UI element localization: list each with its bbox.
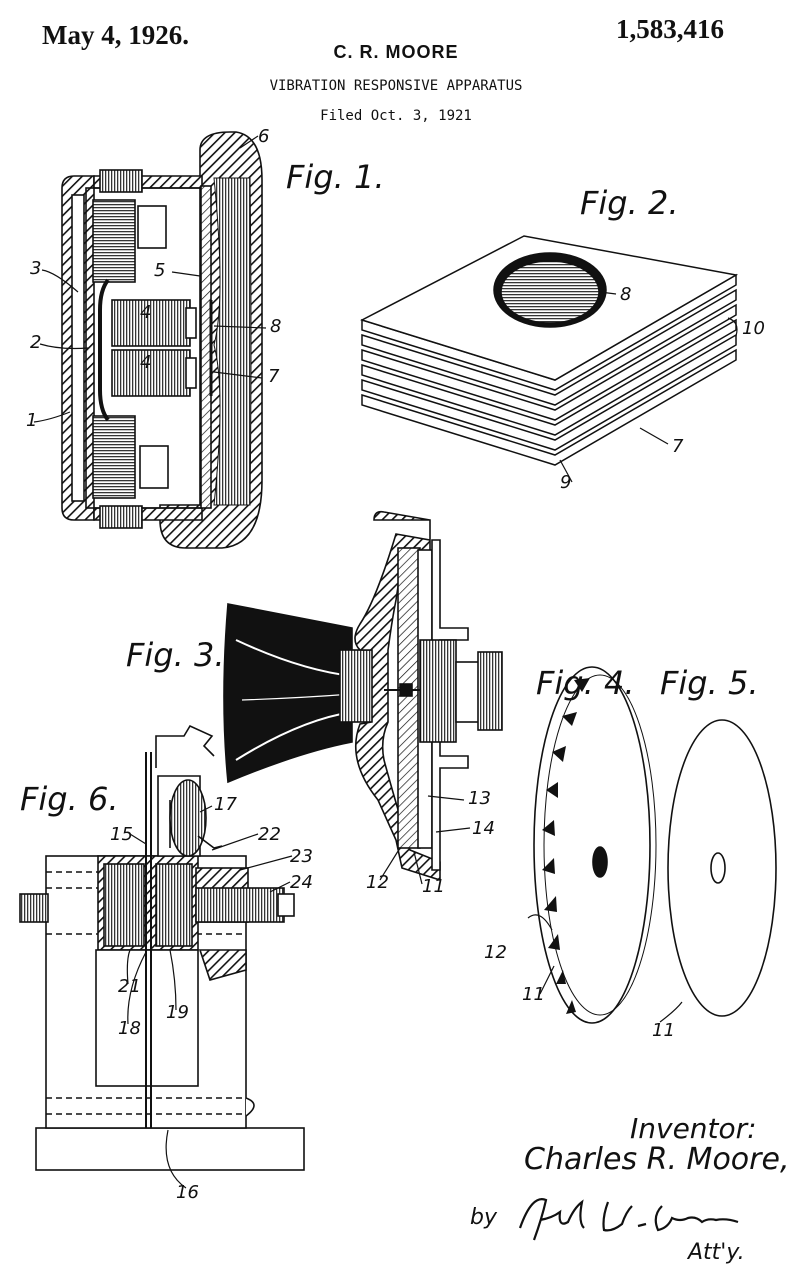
fig4-ref-11: 11 bbox=[522, 984, 545, 1005]
patent-date: May 4, 1926. bbox=[42, 20, 189, 50]
fig3-ref-13: 13 bbox=[468, 788, 491, 809]
figure-1-drawing bbox=[61, 131, 263, 549]
inventor-name-header: C. R. MOORE bbox=[333, 42, 459, 62]
fig-4-label: Fig. 4. bbox=[536, 664, 635, 702]
fig6-ref-17: 17 bbox=[214, 794, 237, 815]
fig5-ref-11: 11 bbox=[652, 1020, 675, 1041]
figure-3-drawing bbox=[223, 510, 503, 882]
fig1-ref-5: 5 bbox=[154, 260, 166, 281]
fig6-ref-22: 22 bbox=[258, 824, 281, 845]
fig1-ref-1: 1 bbox=[26, 410, 38, 431]
fig6-ref-18: 18 bbox=[118, 1018, 141, 1039]
attorney-label: Att'y. bbox=[688, 1240, 745, 1265]
fig2-ref-8: 8 bbox=[620, 284, 632, 305]
filing-date: Filed Oct. 3, 1921 bbox=[320, 108, 472, 124]
inventor-signature-name: Charles R. Moore, bbox=[524, 1142, 790, 1177]
fig4-ref-12: 12 bbox=[484, 942, 507, 963]
fig6-ref-19: 19 bbox=[166, 1002, 189, 1023]
patent-title: VIBRATION RESPONSIVE APPARATUS bbox=[269, 78, 523, 94]
fig3-ref-11: 11 bbox=[422, 876, 445, 897]
figure-2-drawing bbox=[360, 235, 739, 466]
fig6-ref-15: 15 bbox=[110, 824, 133, 845]
patent-number: 1,583,416 bbox=[616, 14, 724, 44]
fig1-ref-4-lower: 4 bbox=[140, 352, 152, 373]
fig6-ref-23: 23 bbox=[290, 846, 313, 867]
fig1-ref-7: 7 bbox=[268, 366, 280, 387]
fig1-ref-4-upper: 4 bbox=[140, 302, 152, 323]
fig1-ref-6: 6 bbox=[258, 126, 270, 147]
by-label: by bbox=[470, 1205, 497, 1230]
fig-2-label: Fig. 2. bbox=[580, 184, 679, 222]
figure-6-drawing bbox=[19, 724, 305, 1171]
fig6-ref-16: 16 bbox=[176, 1182, 199, 1203]
fig-3-label: Fig. 3. bbox=[126, 636, 225, 674]
fig2-ref-9: 9 bbox=[560, 472, 572, 493]
fig1-ref-3: 3 bbox=[30, 258, 42, 279]
fig-6-label: Fig. 6. bbox=[20, 780, 119, 818]
fig3-ref-14: 14 bbox=[472, 818, 495, 839]
figure-4-drawing bbox=[533, 666, 657, 1024]
reference-leader-lines bbox=[33, 135, 738, 1189]
fig1-ref-8: 8 bbox=[270, 316, 282, 337]
fig2-ref-7: 7 bbox=[672, 436, 684, 457]
fig-5-label: Fig. 5. bbox=[660, 664, 759, 702]
fig2-ref-10: 10 bbox=[742, 318, 765, 339]
fig3-ref-12: 12 bbox=[366, 872, 389, 893]
fig1-ref-2: 2 bbox=[30, 332, 42, 353]
inventor-label: Inventor: bbox=[630, 1112, 757, 1145]
figure-5-drawing bbox=[667, 719, 777, 1017]
fig6-ref-24: 24 bbox=[290, 872, 313, 893]
fig6-ref-21: 21 bbox=[118, 976, 141, 997]
fig-1-label: Fig. 1. bbox=[286, 158, 385, 196]
attorney-signature-scribble bbox=[518, 1198, 739, 1241]
